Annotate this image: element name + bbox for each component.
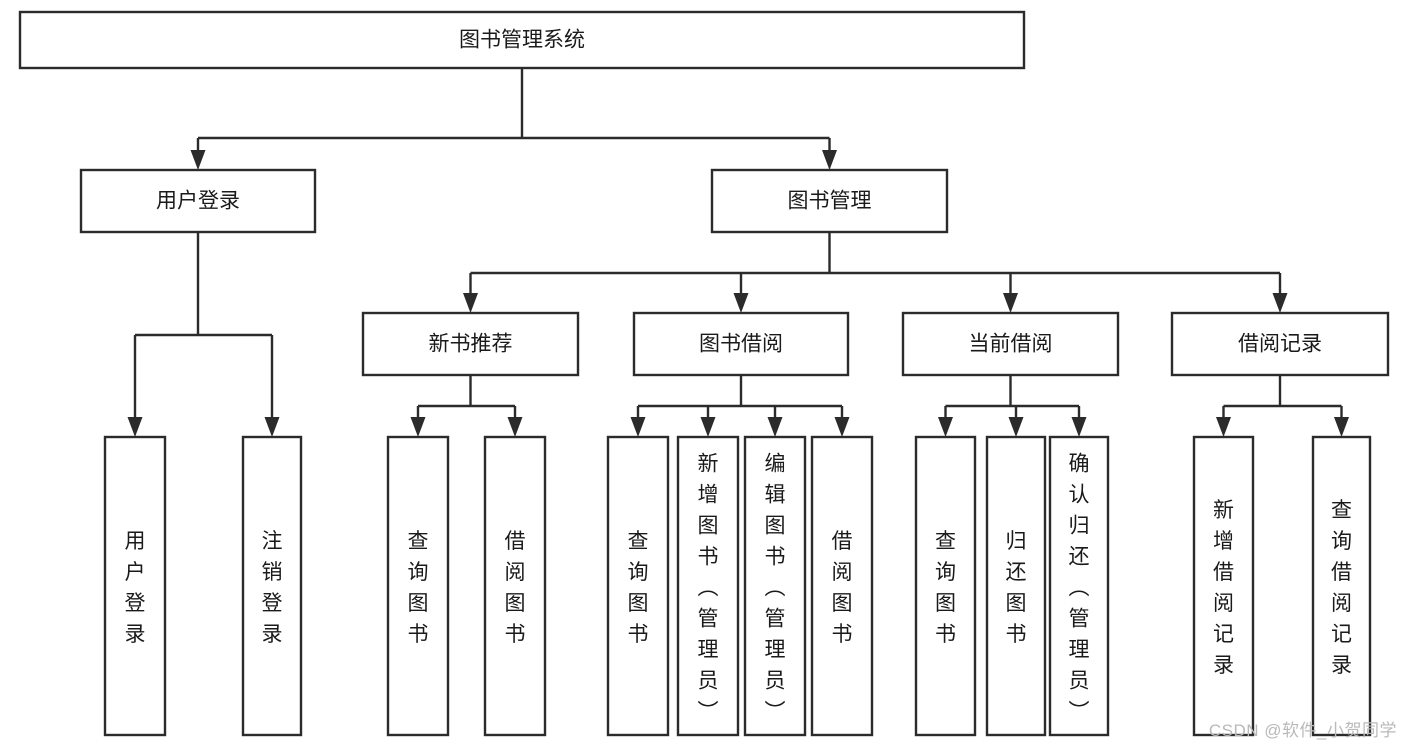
node-label-book-borrow: 图书借阅: [699, 333, 783, 356]
connector-group-user-login: [127, 232, 280, 437]
node-label-current-borrow: 当前借阅: [969, 333, 1053, 356]
arrow-head-icon: [463, 293, 478, 313]
node-leaf-query-record[interactable]: 查询借阅记录: [1311, 435, 1372, 737]
node-leaf-query-book-b[interactable]: 查询图书: [606, 435, 670, 737]
node-layer: 图书管理系统用户登录图书管理新书推荐图书借阅当前借阅借阅记录用户登录注销登录查询…: [18, 10, 1390, 737]
arrow-head-icon: [127, 417, 143, 437]
node-leaf-edit-book[interactable]: 编辑图书︵管理员︶: [743, 435, 807, 737]
arrow-head-icon: [1272, 293, 1288, 313]
connector-group-borrow-record: [1216, 375, 1349, 437]
connector-layer: [127, 68, 1349, 437]
node-leaf-borrow-book-b[interactable]: 借阅图书: [810, 435, 874, 737]
arrow-head-icon: [507, 417, 523, 437]
node-box-leaf-borrow-book-rec[interactable]: [483, 435, 547, 737]
node-label-leaf-add-book: 新增图书︵管理员︶: [698, 453, 719, 724]
node-leaf-return-book[interactable]: 归还图书: [985, 435, 1047, 737]
connector-group-book-manage: [463, 232, 1288, 313]
node-box-leaf-user-login[interactable]: [103, 435, 167, 737]
node-box-book-borrow[interactable]: [632, 311, 850, 377]
node-label-user-login: 用户登录: [156, 190, 240, 213]
node-label-leaf-query-book-c: 查询图书: [935, 530, 956, 646]
node-leaf-add-record[interactable]: 新增借阅记录: [1192, 435, 1255, 737]
node-box-leaf-query-book-rec[interactable]: [386, 435, 450, 737]
node-box-leaf-return-book[interactable]: [985, 435, 1047, 737]
node-label-leaf-borrow-book-b: 借阅图书: [832, 530, 853, 646]
arrow-head-icon: [822, 150, 837, 170]
node-label-leaf-query-record: 查询借阅记录: [1331, 499, 1352, 677]
node-label-new-book-rec: 新书推荐: [429, 333, 513, 356]
node-box-leaf-edit-book[interactable]: [743, 435, 807, 737]
node-box-leaf-borrow-book-b[interactable]: [810, 435, 874, 737]
node-new-book-rec[interactable]: 新书推荐: [361, 311, 580, 377]
node-label-leaf-edit-book: 编辑图书︵管理员︶: [765, 453, 786, 724]
node-box-leaf-add-book[interactable]: [676, 435, 740, 737]
arrow-head-icon: [1003, 293, 1018, 313]
node-box-leaf-user-logout[interactable]: [241, 435, 303, 737]
arrow-head-icon: [264, 417, 280, 437]
arrow-head-icon: [630, 417, 646, 437]
node-leaf-query-book-c[interactable]: 查询图书: [914, 435, 977, 737]
node-label-borrow-record: 借阅记录: [1238, 333, 1322, 356]
node-box-leaf-query-book-c[interactable]: [914, 435, 977, 737]
node-box-current-borrow[interactable]: [901, 311, 1120, 377]
node-label-leaf-user-logout: 注销登录: [262, 530, 283, 646]
node-label-leaf-borrow-book-rec: 借阅图书: [505, 530, 526, 646]
node-label-leaf-user-login: 用户登录: [125, 530, 146, 646]
node-root[interactable]: 图书管理系统: [18, 10, 1026, 70]
arrow-head-icon: [1334, 417, 1349, 437]
node-label-leaf-query-book-b: 查询图书: [628, 530, 649, 646]
connector-group-book-borrow: [630, 375, 850, 437]
node-box-new-book-rec[interactable]: [361, 311, 580, 377]
node-box-user-login[interactable]: [79, 168, 317, 234]
connector-group-root: [190, 68, 837, 170]
node-leaf-query-book-rec[interactable]: 查询图书: [386, 435, 450, 737]
node-box-borrow-record[interactable]: [1170, 311, 1390, 377]
node-label-leaf-add-record: 新增借阅记录: [1213, 499, 1234, 677]
node-box-book-manage[interactable]: [710, 168, 949, 234]
arrow-head-icon: [834, 417, 850, 437]
node-label-leaf-query-book-rec: 查询图书: [408, 530, 429, 646]
node-label-root: 图书管理系统: [459, 29, 585, 52]
arrow-head-icon: [190, 150, 206, 170]
arrow-head-icon: [1071, 417, 1087, 437]
node-label-leaf-return-book: 归还图书: [1006, 530, 1027, 646]
node-leaf-user-login[interactable]: 用户登录: [103, 435, 167, 737]
node-current-borrow[interactable]: 当前借阅: [901, 311, 1120, 377]
node-borrow-record[interactable]: 借阅记录: [1170, 311, 1390, 377]
node-leaf-add-book[interactable]: 新增图书︵管理员︶: [676, 435, 740, 737]
node-box-leaf-query-book-b[interactable]: [606, 435, 670, 737]
arrow-head-icon: [1216, 417, 1231, 437]
arrow-head-icon: [410, 417, 426, 437]
node-leaf-confirm-return[interactable]: 确认归还︵管理员︶: [1048, 435, 1110, 737]
connector-group-current-borrow: [938, 375, 1087, 437]
arrow-head-icon: [1008, 417, 1024, 437]
arrow-head-icon: [700, 417, 716, 437]
node-leaf-borrow-book-rec[interactable]: 借阅图书: [483, 435, 547, 737]
node-user-login[interactable]: 用户登录: [79, 168, 317, 234]
node-box-leaf-query-record[interactable]: [1311, 435, 1372, 737]
node-label-book-manage: 图书管理: [788, 190, 872, 213]
connector-group-new-book-rec: [410, 375, 523, 437]
arrow-head-icon: [938, 417, 953, 437]
node-box-leaf-confirm-return[interactable]: [1048, 435, 1110, 737]
node-box-root[interactable]: [18, 10, 1026, 70]
node-book-borrow[interactable]: 图书借阅: [632, 311, 850, 377]
node-leaf-user-logout[interactable]: 注销登录: [241, 435, 303, 737]
arrow-head-icon: [767, 417, 783, 437]
node-box-leaf-add-record[interactable]: [1192, 435, 1255, 737]
node-book-manage[interactable]: 图书管理: [710, 168, 949, 234]
arrow-head-icon: [733, 293, 749, 313]
node-label-leaf-confirm-return: 确认归还︵管理员︶: [1069, 453, 1090, 724]
